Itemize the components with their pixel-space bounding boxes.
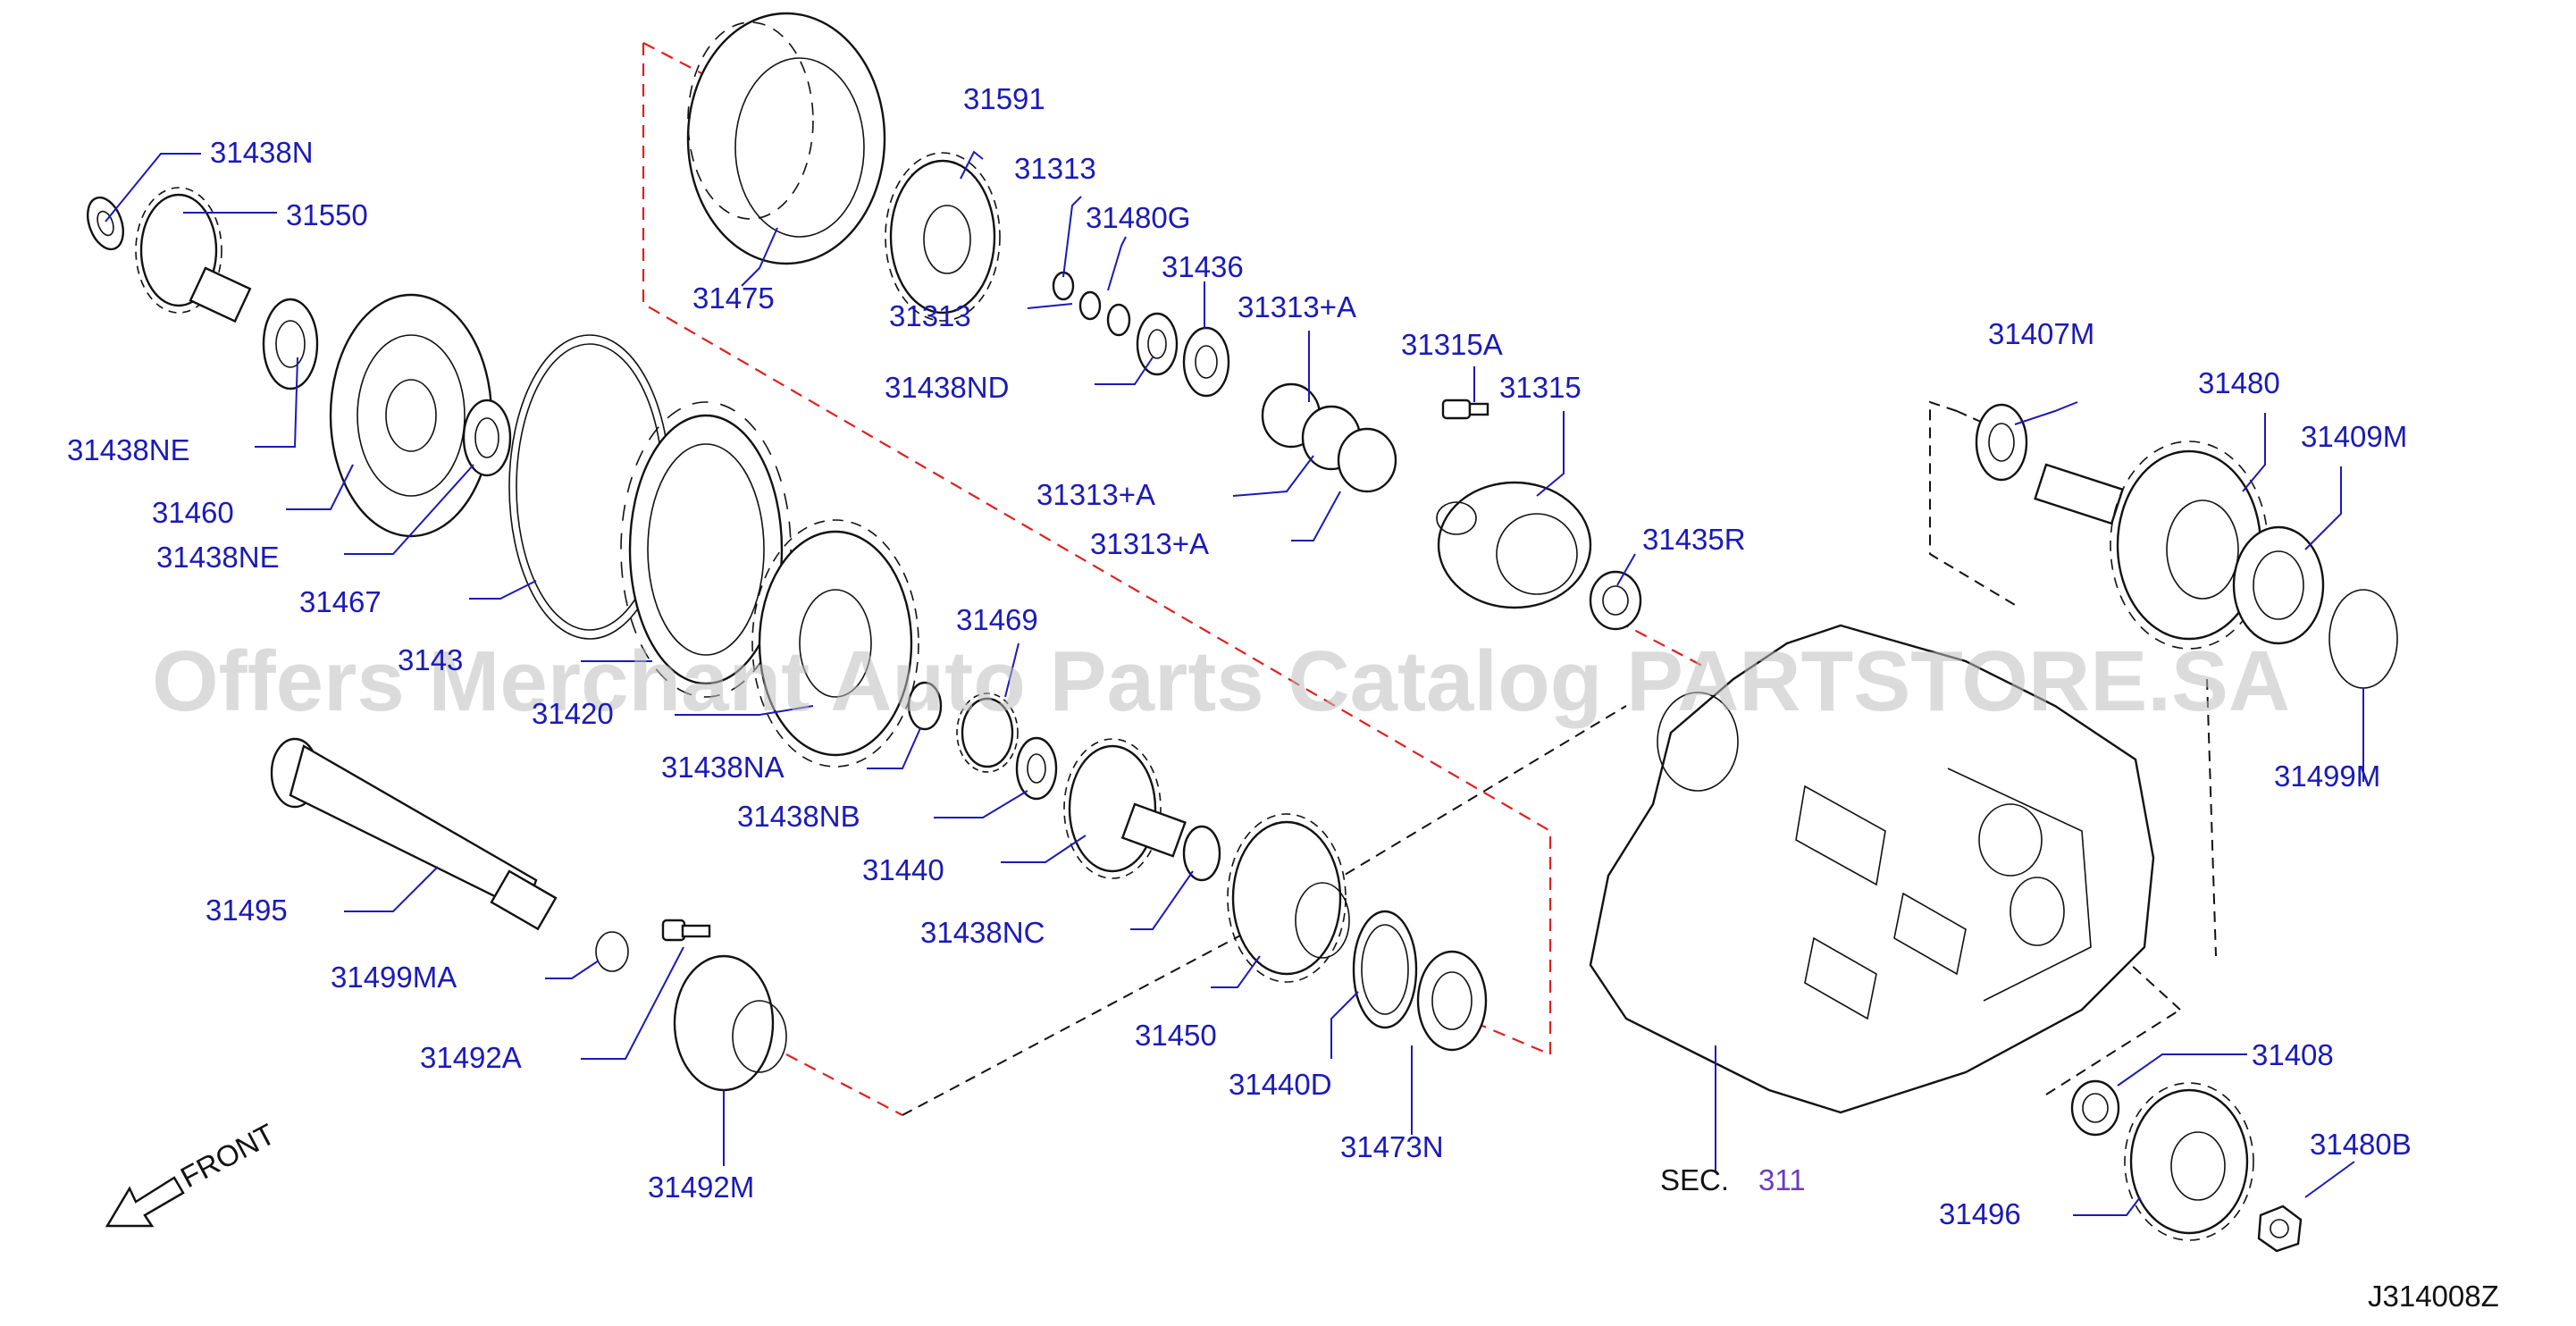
front-label: FRONT (175, 1117, 281, 1194)
part-label-31440[interactable]: 31440 (862, 853, 944, 886)
part-label-31313A-mid[interactable]: 31313+A (1036, 478, 1155, 511)
part-label-31438ND[interactable]: 31438ND (885, 371, 1009, 404)
part-label-31480[interactable]: 31480 (2198, 366, 2280, 399)
flange-31492M (673, 954, 787, 1092)
snap-ring-31499MA (595, 931, 629, 972)
part-label-31438N[interactable]: 31438N (210, 136, 314, 169)
part-label-3143x[interactable]: 3143 (398, 643, 463, 676)
part-label-31499MA[interactable]: 31499MA (331, 961, 457, 994)
part-label-31313A-bottom[interactable]: 31313+A (1090, 527, 1209, 560)
gear-31440 (1063, 738, 1187, 879)
part-label-31435R[interactable]: 31435R (1642, 523, 1746, 556)
part-label-31499M[interactable]: 31499M (2274, 760, 2380, 793)
gear-31496 (2124, 1082, 2254, 1241)
part-label-31438NC[interactable]: 31438NC (920, 916, 1045, 949)
part-label-31450[interactable]: 31450 (1135, 1019, 1217, 1052)
part-label-31409M[interactable]: 31409M (2301, 420, 2407, 453)
part-label-31591[interactable]: 31591 (963, 82, 1045, 115)
gear-31591 (885, 152, 1001, 322)
nut-31480B (2257, 1204, 2303, 1253)
ring-31480G (1106, 303, 1131, 337)
gear-31469 (956, 692, 1019, 773)
diagram-code: J314008Z (2368, 1280, 2499, 1313)
part-number-labels: 31438N 31550 31438NE 31460 31438NE 31467… (67, 82, 2412, 1230)
part-label-31440D[interactable]: 31440D (1229, 1068, 1332, 1101)
snap-ring-31499M (2328, 589, 2398, 689)
bolt-31315A (1441, 399, 1489, 420)
bearing-31409M (2232, 525, 2325, 645)
part-label-31315[interactable]: 31315 (1499, 371, 1582, 404)
gear-31450 (1227, 813, 1350, 983)
gear-31480 (2034, 441, 2269, 650)
part-label-31480G[interactable]: 31480G (1086, 201, 1190, 234)
bearing-31438ND (1136, 312, 1179, 376)
bearing-31438NC (1182, 825, 1221, 882)
bearing-31438NB (1015, 736, 1058, 801)
section-number-link[interactable]: 311 (1758, 1163, 1806, 1196)
gear-shaft-31550 (135, 187, 252, 323)
part-label-31438NE-lower[interactable]: 31438NE (156, 541, 280, 574)
part-label-31495[interactable]: 31495 (206, 894, 288, 927)
bearing-31438NE-lower (462, 399, 512, 477)
plate-31440D (1352, 910, 1418, 1029)
bearing-31438NA (907, 681, 943, 731)
shaft-31495 (270, 737, 558, 931)
bolt-31492A (661, 919, 711, 942)
part-label-31436[interactable]: 31436 (1162, 250, 1244, 283)
washer-31436 (1182, 326, 1230, 398)
section-prefix: SEC. (1660, 1163, 1729, 1196)
front-arrow-icon (105, 1176, 185, 1228)
transmission-case-311 (1589, 624, 2155, 1114)
part-label-31496[interactable]: 31496 (1939, 1197, 2021, 1230)
part-label-31407M[interactable]: 31407M (1988, 317, 2094, 350)
ring-31313-b (1078, 290, 1102, 321)
collar-31408 (2070, 1079, 2120, 1137)
part-label-31408[interactable]: 31408 (2252, 1038, 2334, 1071)
part-label-31550[interactable]: 31550 (286, 198, 368, 231)
part-label-31313-upper[interactable]: 31313 (1014, 152, 1096, 185)
part-label-31492A[interactable]: 31492A (420, 1041, 522, 1074)
bearing-31473N (1416, 950, 1488, 1052)
needle-bearing-31435R (1589, 570, 1642, 631)
part-label-31460[interactable]: 31460 (152, 496, 234, 529)
part-label-31313A-top[interactable]: 31313+A (1238, 290, 1356, 323)
gear-31420 (751, 519, 919, 768)
watermark-text: Offers Merchant Auto Parts Catalog PARTS… (152, 634, 2290, 729)
part-label-31469[interactable]: 31469 (956, 603, 1038, 636)
part-label-31420[interactable]: 31420 (532, 697, 614, 730)
part-label-31480B[interactable]: 31480B (2310, 1128, 2412, 1161)
part-label-31313-lower[interactable]: 31313 (889, 299, 971, 332)
ring-gear-31475 (686, 12, 886, 265)
part-label-31492M[interactable]: 31492M (648, 1171, 754, 1204)
part-label-31438NE-upper[interactable]: 31438NE (67, 433, 190, 466)
clutch-plate-3143 (620, 401, 792, 698)
part-label-31315A[interactable]: 31315A (1401, 328, 1503, 361)
shim-31313A-c (1337, 427, 1397, 493)
bearing-31438NE-upper (262, 298, 319, 390)
part-label-31475[interactable]: 31475 (692, 281, 775, 315)
part-label-31438NA[interactable]: 31438NA (661, 751, 785, 784)
bearing-31407M (1975, 403, 2028, 482)
part-label-31438NB[interactable]: 31438NB (737, 800, 860, 833)
housing-31315 (1436, 481, 1592, 609)
part-label-31467[interactable]: 31467 (299, 585, 382, 618)
part-drawings (87, 12, 2398, 1253)
part-label-31473N[interactable]: 31473N (1340, 1130, 1444, 1163)
leader-lines (105, 150, 2364, 1216)
